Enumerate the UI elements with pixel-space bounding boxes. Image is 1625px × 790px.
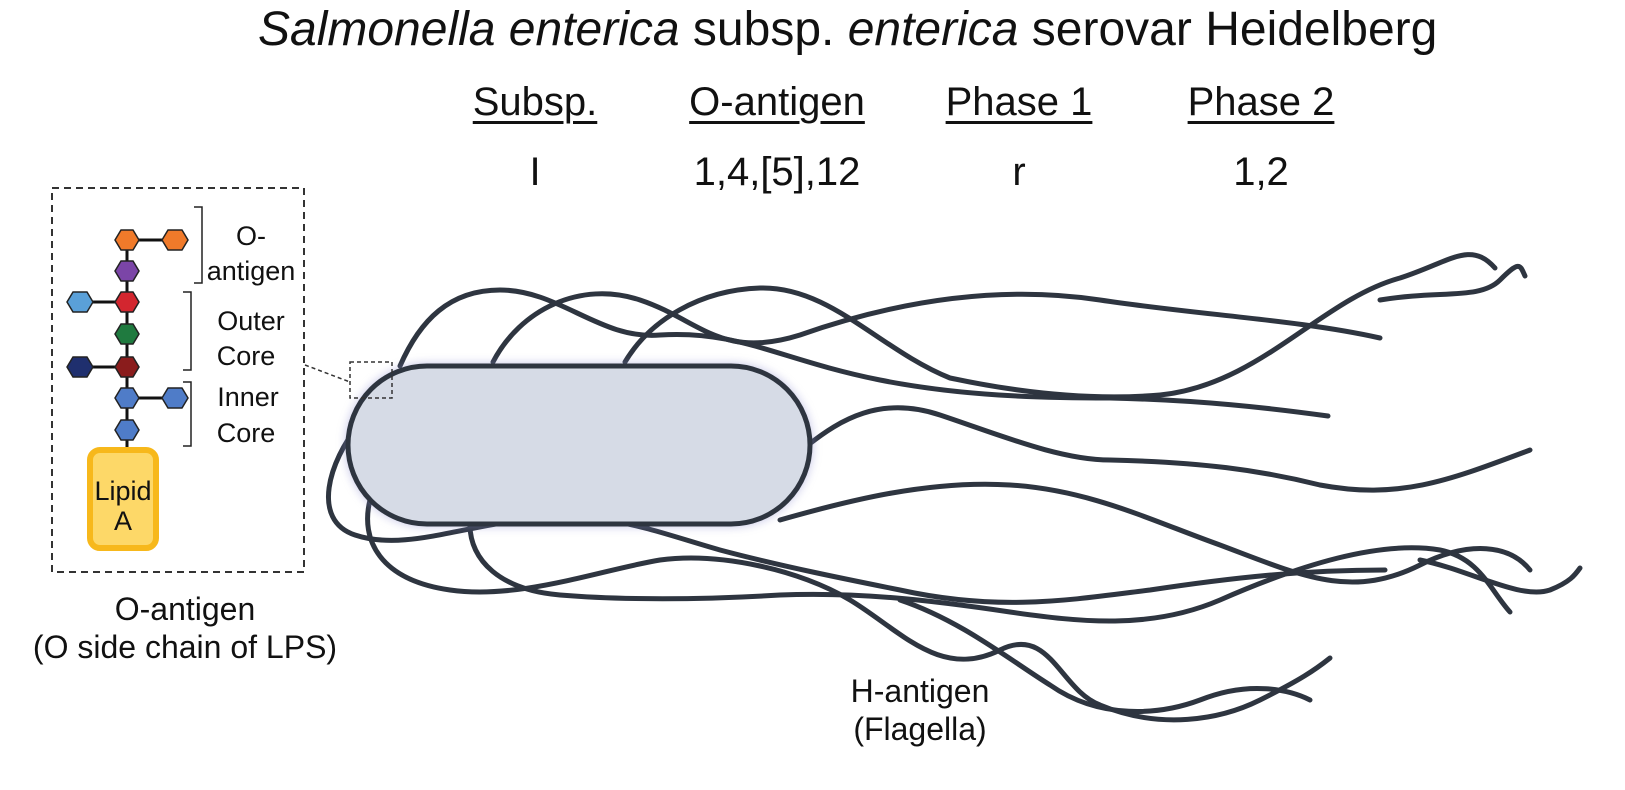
flagellum-6: [777, 481, 1533, 585]
header-o-antigen: O-antigen: [689, 80, 865, 124]
lps-structure: Lipid A: [66, 229, 189, 551]
value-phase2: 1,2: [1233, 150, 1289, 194]
flagellum-7: [467, 522, 1513, 624]
bracket-outer-core: [183, 291, 192, 371]
bracket-inner-core: [183, 381, 192, 447]
flagellum-2: [622, 252, 1498, 400]
sugar-navy: [66, 356, 94, 378]
flagellum-5: [805, 405, 1533, 493]
flagellum-3: [397, 287, 1331, 419]
o-antigen-caption-line2: (O side chain of LPS): [32, 629, 338, 665]
outer-core-label-1: Outer: [217, 306, 285, 336]
inner-core-label-2: Core: [217, 418, 276, 448]
flagellum-4: [326, 423, 1388, 605]
sugar-dark-red: [114, 356, 140, 378]
value-o-antigen: 1,4,[5],12: [693, 150, 861, 194]
title-subsp-word: subsp.: [692, 3, 835, 56]
sugar-blue-2: [161, 387, 189, 409]
sugar-blue-3: [114, 419, 140, 441]
inner-core-label-1: Inner: [217, 382, 279, 412]
sugar-orange-2: [161, 229, 189, 251]
title-serovar-word: serovar: [1031, 3, 1192, 56]
flagellum-11: [1417, 557, 1583, 595]
flagella: [326, 252, 1583, 723]
h-antigen-caption-line1: H-antigen: [850, 673, 990, 709]
lps-inset-frame: [51, 187, 305, 573]
flagellum-1: [490, 291, 1383, 365]
bracket-o-antigen: [194, 206, 203, 284]
header-phase2: Phase 2: [1187, 80, 1335, 124]
sugar-light-blue: [66, 291, 94, 313]
title-serovar-name: Heidelberg: [1205, 3, 1438, 56]
o-antigen-caption: O-antigen (O side chain of LPS): [0, 590, 370, 666]
zoom-connector: [304, 364, 351, 383]
title-species: Salmonella enterica: [258, 3, 680, 56]
bacterial-cell: [345, 363, 813, 527]
value-subsp: I: [529, 150, 541, 194]
flagellum-8: [365, 497, 1333, 723]
header-phase1: Phase 1: [945, 80, 1093, 124]
sugar-blue-1: [114, 387, 140, 409]
title-subspecies: enterica: [847, 3, 1019, 56]
lipid-a-label-2: A: [114, 506, 132, 536]
sugar-red: [114, 291, 140, 313]
header-subsp: Subsp.: [472, 80, 598, 124]
sugar-green: [114, 323, 140, 345]
lipid-a-label-1: Lipid: [94, 476, 151, 506]
lipid-a-block: [87, 447, 159, 551]
outer-core-label-2: Core: [217, 341, 276, 371]
o-antigen-bracket-label-1: O-: [236, 221, 266, 251]
h-antigen-caption-line2: (Flagella): [853, 711, 987, 747]
flagellum-10: [1377, 263, 1528, 303]
region-brackets: [183, 206, 203, 447]
o-antigen-bracket-label-2: antigen: [207, 256, 296, 286]
zoom-box: [349, 361, 393, 399]
figure-title: Salmonella enterica subsp. enterica sero…: [258, 2, 1598, 57]
flagellum-9: [897, 597, 1313, 714]
sugar-purple: [114, 260, 140, 282]
h-antigen-caption: H-antigen (Flagella): [780, 672, 1060, 748]
value-phase1: r: [1012, 150, 1026, 194]
o-antigen-caption-line1: O-antigen: [114, 591, 256, 627]
sugar-orange-1: [114, 229, 140, 251]
